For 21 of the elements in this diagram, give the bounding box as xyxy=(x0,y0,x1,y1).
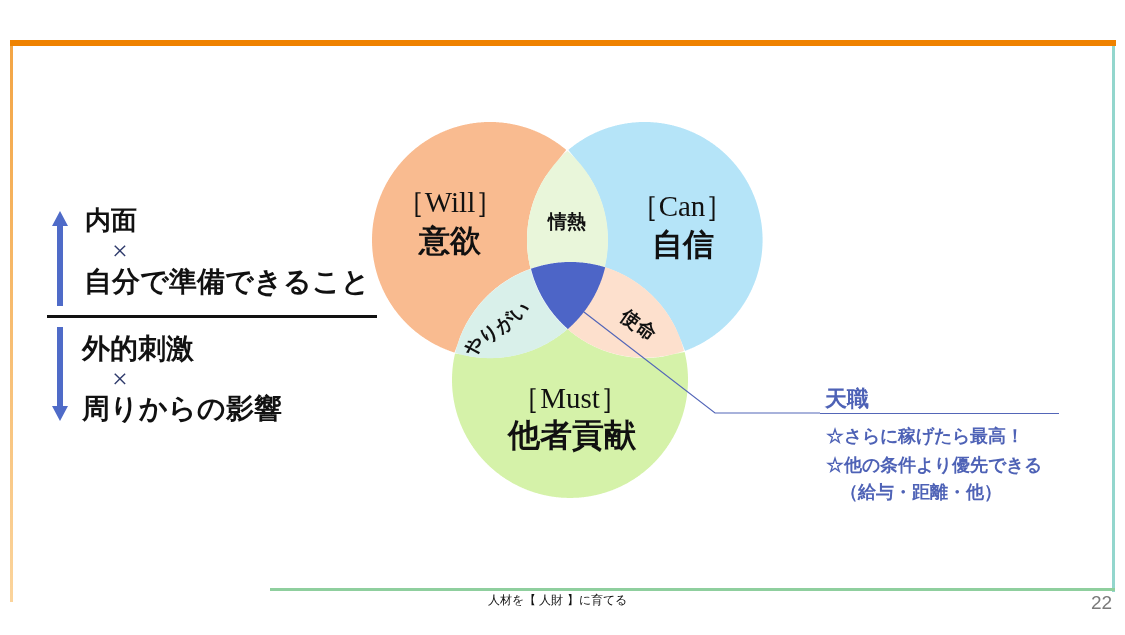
side-text: 周りからの影響 xyxy=(82,393,282,425)
circle-tag: ［Will］ xyxy=(395,186,505,220)
bullet-text: ☆他の条件より優先できる（給与・距離・他） xyxy=(826,454,1043,505)
bullet-text: ☆さらに稼げたら最高！ xyxy=(826,426,1024,447)
page-number: 22 xyxy=(1091,592,1113,614)
side-heading: 内面 xyxy=(85,206,137,236)
overlap-label: 使命 xyxy=(616,305,660,345)
circle-title: 自信 xyxy=(652,227,714,263)
times-sign: × xyxy=(112,235,128,268)
overlap-label: やりがい xyxy=(460,297,534,361)
overlap-label: 情熱 xyxy=(548,211,586,233)
circle-title: 意欲 xyxy=(419,223,481,259)
leader-line xyxy=(583,311,821,414)
footer-slogan: 人材を【 人財 】に育てる xyxy=(488,594,627,608)
circle-tag: ［Must］ xyxy=(511,382,629,416)
callout-heading: 天職 xyxy=(825,386,869,412)
side-heading: 外的刺激 xyxy=(82,333,194,365)
circle-tag: ［Can］ xyxy=(629,190,735,224)
circle-title: 他者貢献 xyxy=(508,416,636,454)
side-text: 自分で準備できること xyxy=(84,266,370,298)
times-sign: × xyxy=(112,363,128,396)
